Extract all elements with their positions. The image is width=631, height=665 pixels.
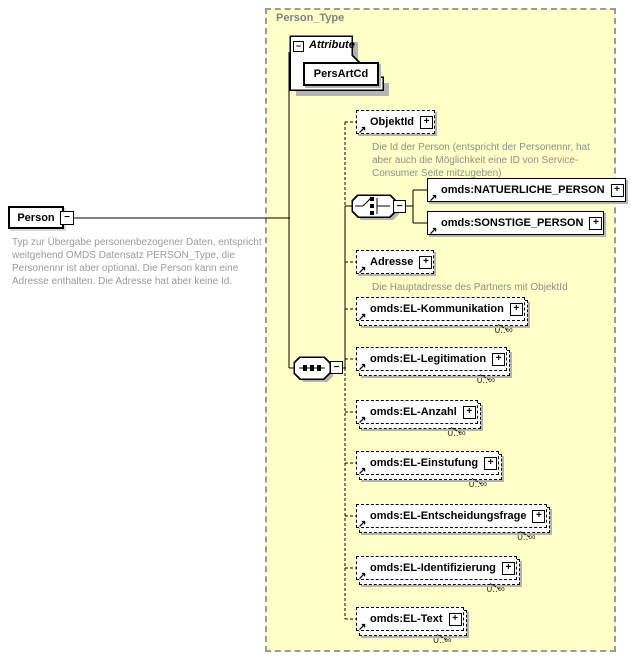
element-el-anzahl[interactable]: ↗ omds:EL-Anzahl + 0..∞: [356, 400, 481, 439]
element-el-entscheidungsfrage[interactable]: ↗ omds:EL-Entscheidungsfrage + 0..∞: [356, 504, 551, 543]
occurs-label: 0..∞: [517, 532, 536, 543]
expand-icon[interactable]: +: [509, 302, 523, 316]
person-collapse-toggle[interactable]: −: [60, 211, 74, 225]
reference-arrow-icon: ↗: [358, 265, 367, 276]
element-natuerliche-person[interactable]: ↗ omds:NATUERLICHE_PERSON +: [427, 178, 626, 204]
element-objektid-label: ObjektId: [370, 116, 415, 128]
element-el-text-label: omds:EL-Text: [370, 613, 443, 625]
person-type-container: [265, 8, 616, 652]
element-el-legitimation-label: omds:EL-Legitimation: [370, 353, 487, 365]
expand-icon[interactable]: +: [589, 216, 603, 230]
expand-icon[interactable]: +: [484, 456, 498, 470]
reference-arrow-icon: ↗: [358, 466, 367, 477]
attribute-persartcd-label: PersArtCd: [313, 68, 369, 80]
element-adresse-label: Adresse: [370, 256, 414, 268]
occurs-label: 0..∞: [447, 428, 466, 439]
expand-icon[interactable]: +: [419, 255, 433, 269]
element-el-einstufung[interactable]: ↗ omds:EL-Einstufung + 0..∞: [356, 451, 503, 490]
reference-arrow-icon: ↗: [358, 571, 367, 582]
occurs-label: 0..∞: [476, 375, 496, 386]
sequence-collapse-toggle[interactable]: −: [330, 361, 343, 374]
element-el-einstufung-label: omds:EL-Einstufung: [370, 457, 479, 469]
element-el-identifizierung-label: omds:EL-Identifizierung: [370, 562, 496, 574]
occurs-label: 0..∞: [433, 635, 452, 646]
objektid-annotation: Die Id der Person (entspricht der Person…: [372, 142, 590, 179]
element-el-entscheidungsfrage-label: omds:EL-Entscheidungsfrage: [370, 510, 527, 522]
adresse-annotation: Die Hauptadresse des Partners mit Objekt…: [372, 282, 568, 293]
expand-icon[interactable]: +: [462, 405, 476, 419]
reference-arrow-icon: ↗: [358, 415, 367, 426]
element-el-anzahl-label: omds:EL-Anzahl: [370, 406, 457, 418]
attribute-persartcd[interactable]: PersArtCd: [303, 62, 379, 86]
element-natuerliche-person-label: omds:NATUERLICHE_PERSON: [441, 184, 605, 196]
occurs-label: 0..∞: [486, 584, 505, 595]
element-adresse[interactable]: ↗ Adresse +: [356, 250, 435, 276]
reference-arrow-icon: ↗: [358, 622, 367, 633]
element-sonstige-person[interactable]: ↗ omds:SONSTIGE_PERSON +: [427, 211, 605, 237]
element-sonstige-person-label: omds:SONSTIGE_PERSON: [441, 217, 584, 229]
choice-connector: [351, 194, 399, 220]
element-person-label: Person: [17, 211, 55, 224]
expand-icon[interactable]: +: [501, 561, 515, 575]
reference-arrow-icon: ↗: [358, 519, 367, 530]
element-objektid[interactable]: ↗ ObjektId +: [356, 110, 436, 136]
person-type-title: Person_Type: [276, 12, 345, 24]
expand-icon[interactable]: +: [420, 115, 434, 129]
element-el-legitimation[interactable]: ↗ omds:EL-Legitimation + 0..∞: [356, 347, 511, 386]
reference-arrow-icon: ↗: [358, 362, 367, 373]
attribute-section-label: Attribute: [309, 39, 355, 51]
reference-arrow-icon: ↗: [429, 193, 438, 204]
choice-icon: [355, 197, 390, 215]
expand-icon[interactable]: +: [448, 612, 462, 626]
element-el-text[interactable]: ↗ omds:EL-Text + 0..∞: [356, 607, 467, 646]
element-person[interactable]: Person: [8, 206, 64, 229]
choice-collapse-toggle[interactable]: −: [393, 200, 406, 213]
expand-icon[interactable]: +: [492, 352, 506, 366]
attribute-collapse-toggle[interactable]: −: [293, 41, 304, 52]
element-el-kommunikation-label: omds:EL-Kommunikation: [370, 303, 504, 315]
expand-icon[interactable]: +: [610, 183, 624, 197]
sequence-connector: [293, 356, 333, 382]
occurs-label: 0..∞: [468, 479, 488, 490]
person-annotation: Typ zur Übergabe personenbezogener Daten…: [12, 237, 262, 287]
occurs-label: 0..∞: [494, 325, 513, 336]
reference-arrow-icon: ↗: [358, 125, 367, 136]
expand-icon[interactable]: +: [532, 509, 546, 523]
reference-arrow-icon: ↗: [358, 312, 367, 323]
sequence-icon: [299, 365, 325, 371]
element-el-kommunikation[interactable]: ↗ omds:EL-Kommunikation + 0..∞: [356, 297, 528, 336]
element-el-identifizierung[interactable]: ↗ omds:EL-Identifizierung + 0..∞: [356, 556, 520, 595]
reference-arrow-icon: ↗: [429, 226, 438, 237]
dashed-connectors: [344, 121, 357, 620]
